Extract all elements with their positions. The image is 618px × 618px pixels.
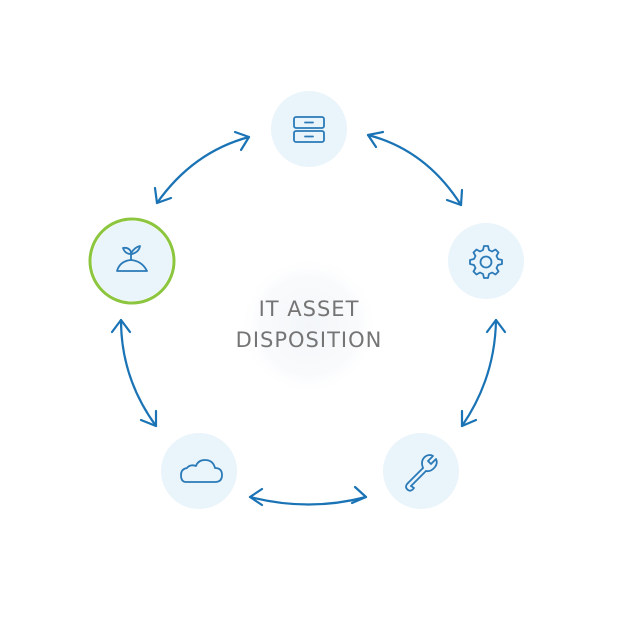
gear-icon: [469, 245, 503, 279]
server-icon: [293, 116, 325, 143]
arrow-head: [248, 487, 264, 507]
node-server[interactable]: [271, 91, 347, 167]
arrow-head: [460, 409, 478, 428]
cloud-icon: [180, 459, 223, 483]
arrow-head: [139, 409, 158, 428]
center-glow: [239, 256, 379, 396]
arrow-head: [110, 318, 132, 334]
wrench-icon: [405, 454, 438, 492]
cycle-arrows: [110, 130, 507, 507]
arrow-head: [153, 186, 173, 205]
arrow-sustainability-server: [155, 135, 251, 205]
sprout-icon: [116, 245, 148, 272]
node-settings[interactable]: [448, 223, 524, 299]
arrow-settings-repair: [460, 318, 498, 428]
center-title: IT ASSET DISPOSITION: [209, 294, 409, 356]
arrow-head: [485, 318, 507, 334]
arrow-repair-cloud: [248, 495, 368, 506]
highlight-ring: [88, 217, 176, 305]
arrow-head: [233, 130, 251, 152]
node-sustainability[interactable]: [88, 217, 176, 305]
arrow-head: [366, 130, 385, 149]
arrow-cloud-sustainability: [119, 318, 158, 428]
arrow-server-settings: [366, 133, 463, 207]
center-title-line2: DISPOSITION: [235, 328, 383, 352]
arrow-head: [350, 485, 368, 505]
center-title-line1: IT ASSET: [258, 297, 360, 321]
node-repair[interactable]: [383, 433, 459, 509]
arrow-head: [445, 188, 464, 207]
node-cloud[interactable]: [161, 433, 237, 509]
